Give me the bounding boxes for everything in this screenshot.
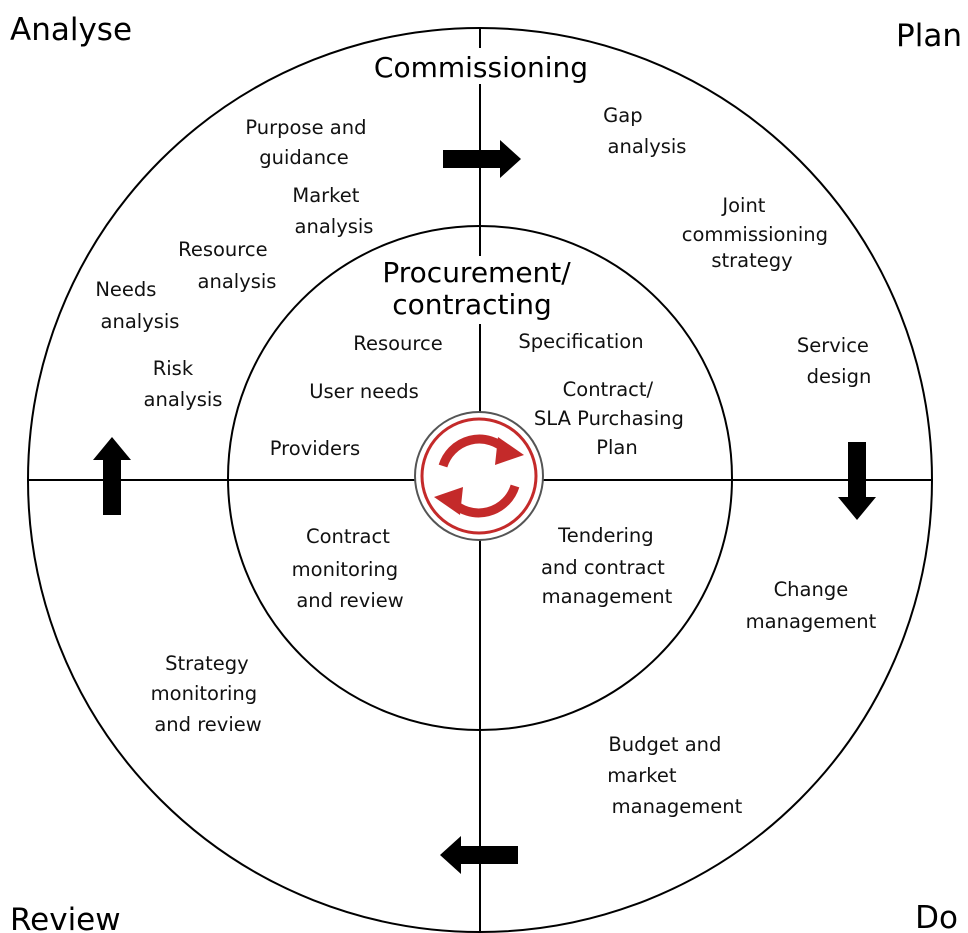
label-gap-analysis: Gap analysis xyxy=(603,104,686,158)
label-contract-monitoring-and-review: Contract monitoring and review xyxy=(292,525,405,612)
label-line: Risk xyxy=(153,357,194,380)
label-line: Joint xyxy=(720,194,765,217)
label-line: market xyxy=(607,764,677,787)
label-purpose-and-guidance: Purpose and guidance xyxy=(245,116,372,169)
label-tendering-and-contract-management: Tendering and contract management xyxy=(541,524,673,608)
label-line: Market xyxy=(292,184,359,207)
label-user-needs: User needs xyxy=(309,380,419,403)
label-line: Plan xyxy=(596,436,638,459)
label-line: Contract xyxy=(306,525,390,548)
label-needs-analysis: Needs analysis xyxy=(95,278,179,333)
label-resource-analysis: Resource analysis xyxy=(178,238,276,293)
cycle-arrows-icon xyxy=(414,411,544,541)
label-line: Budget and xyxy=(608,733,721,756)
label-line: commissioning xyxy=(682,223,828,246)
corner-label-review: Review xyxy=(10,902,121,933)
inner-title-line: contracting xyxy=(392,288,552,321)
label-line: and review xyxy=(296,589,403,612)
inner-title: Procurement/ contracting xyxy=(382,256,579,321)
label-line: Needs xyxy=(95,278,156,301)
label-line: Gap xyxy=(603,104,642,127)
label-line: and contract xyxy=(541,556,665,579)
label-contract-sla-purchasing-plan: Contract/ SLA Purchasing Plan xyxy=(534,378,690,459)
label-line: Service xyxy=(797,334,869,357)
corner-label-analyse: Analyse xyxy=(10,12,132,48)
label-line: and review xyxy=(154,713,261,736)
label-service-design: Service design xyxy=(797,334,875,388)
label-joint-commissioning-strategy: Joint commissioning strategy xyxy=(682,194,834,272)
label-line: Strategy xyxy=(165,652,249,675)
corner-label-plan: Plan xyxy=(896,18,962,54)
label-line: guidance xyxy=(259,146,349,169)
corner-label-do: Do xyxy=(915,900,958,933)
arrow-right-icon xyxy=(443,140,521,178)
label-line: SLA Purchasing xyxy=(534,407,684,430)
label-line: monitoring xyxy=(151,682,257,705)
label-change-management: Change management xyxy=(746,578,877,633)
label-line: strategy xyxy=(711,249,792,272)
label-resource: Resource xyxy=(353,332,442,355)
label-line: analysis xyxy=(295,215,374,238)
label-line: design xyxy=(807,365,872,388)
label-line: analysis xyxy=(144,388,223,411)
arrow-up-icon xyxy=(93,437,131,515)
label-line: Contract/ xyxy=(563,378,654,401)
label-strategy-monitoring-and-review: Strategy monitoring and review xyxy=(151,652,264,736)
label-providers: Providers xyxy=(270,437,360,460)
label-budget-and-market-management: Budget and market management xyxy=(607,733,742,818)
label-risk-analysis: Risk analysis xyxy=(144,357,223,411)
label-line: Tendering xyxy=(557,524,654,547)
label-line: Change xyxy=(774,578,849,601)
label-line: Resource xyxy=(178,238,267,261)
arrow-left-icon xyxy=(440,836,518,874)
label-line: monitoring xyxy=(292,558,398,581)
label-line: analysis xyxy=(101,310,180,333)
arrow-down-icon xyxy=(838,442,876,520)
label-line: Purpose and xyxy=(245,116,366,139)
label-line: management xyxy=(542,585,673,608)
label-line: management xyxy=(746,610,877,633)
label-market-analysis: Market analysis xyxy=(292,184,373,238)
label-line: analysis xyxy=(198,270,277,293)
label-specification: Specification xyxy=(518,330,643,353)
label-line: analysis xyxy=(608,135,687,158)
outer-title: Commissioning xyxy=(374,51,588,84)
inner-title-line: Procurement/ xyxy=(382,256,571,289)
label-line: management xyxy=(612,795,743,818)
